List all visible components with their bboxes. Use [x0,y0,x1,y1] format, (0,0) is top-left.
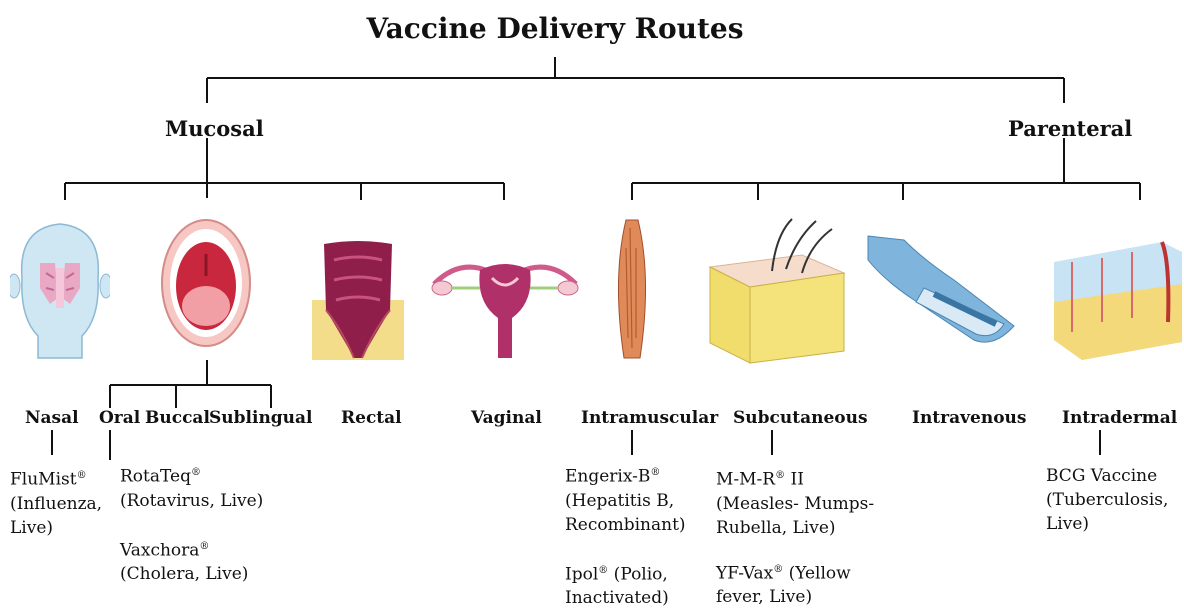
uterus-icon [430,248,580,360]
route-buccal: Buccal [145,408,210,428]
vaccine-detail: (Measles- Mumps- [716,492,874,516]
vaccine-name: RotaTeq® [120,461,263,489]
route-intravenous: Intravenous [912,408,1026,428]
vaccine-detail: Recombinant) [565,513,686,537]
vaccine-name: M-M-R® II [716,464,874,492]
vaccine-name: Ipol® (Polio, [565,559,686,587]
vaccine-detail: (Influenza, [10,492,102,516]
head-icon [10,218,110,360]
route-subcutaneous: Subcutaneous [733,408,868,428]
skin-block-icon [706,215,848,365]
mouth-icon [160,218,252,348]
vaccine-list-intradermal: BCG Vaccine (Tuberculosis, Live) [1046,464,1168,536]
vaccine-detail: Live) [10,516,102,540]
vaccine-name: Engerix-B® [565,461,686,489]
vaccine-list-oral: RotaTeq® (Rotavirus, Live) Vaxchora® (Ch… [120,461,263,586]
route-intramuscular: Intramuscular [581,408,718,428]
vaccine-detail: (Tuberculosis, [1046,488,1168,512]
route-nasal: Nasal [25,408,79,428]
vaccine-detail: (Cholera, Live) [120,562,263,586]
category-parenteral: Parenteral [1008,116,1132,141]
dermis-icon [1052,222,1184,362]
vaccine-name: BCG Vaccine [1046,464,1168,488]
vaccine-detail: (Hepatitis B, [565,489,686,513]
vaccine-name: YF-Vax® (Yellow [716,558,874,586]
diagram-title: Vaccine Delivery Routes [0,12,1110,45]
route-oral: Oral [99,408,140,428]
route-rectal: Rectal [341,408,402,428]
vaccine-list-subcutaneous: M-M-R® II (Measles- Mumps- Rubella, Live… [716,464,874,609]
route-sublingual: Sublingual [209,408,313,428]
vaccine-name: FluMist® [10,464,102,492]
vaccine-detail: (Rotavirus, Live) [120,489,263,513]
vaccine-detail: Inactivated) [565,586,686,610]
category-mucosal: Mucosal [165,116,264,141]
vaccine-detail: Rubella, Live) [716,516,874,540]
vaccine-detail: fever, Live) [716,585,874,609]
vaccine-name: Vaxchora® [120,535,263,563]
rectum-icon [312,240,404,360]
vein-icon [864,230,1024,352]
route-intradermal: Intradermal [1062,408,1177,428]
vaccine-list-intramuscular: Engerix-B® (Hepatitis B, Recombinant) Ip… [565,461,686,610]
route-vaginal: Vaginal [471,408,542,428]
vaccine-detail: Live) [1046,512,1168,536]
muscle-icon [610,218,654,364]
vaccine-list-nasal: FluMist® (Influenza, Live) [10,464,102,540]
